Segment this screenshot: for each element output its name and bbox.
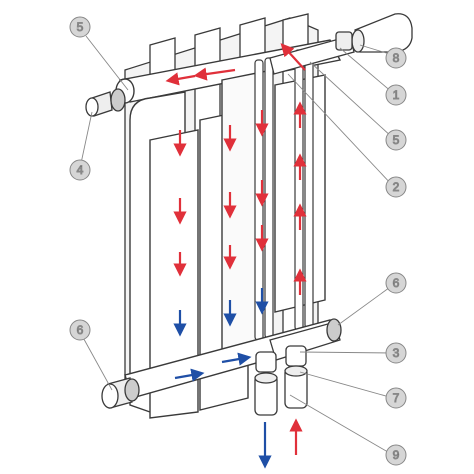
bottom-connection-block — [254, 318, 342, 416]
svg-text:6: 6 — [77, 323, 84, 337]
callouts: 5 4 6 8 1 5 2 6 3 7 9 — [69, 16, 407, 466]
callout-1: 1 — [385, 84, 407, 106]
thermostatic-head — [269, 13, 413, 75]
svg-text:4: 4 — [77, 163, 84, 177]
bottom-left-plug — [101, 377, 140, 409]
top-left-plug — [85, 88, 126, 117]
callout-7: 7 — [385, 387, 407, 409]
callout-2: 2 — [385, 176, 407, 198]
svg-text:9: 9 — [393, 448, 400, 462]
svg-text:7: 7 — [393, 391, 400, 405]
callout-5-right: 5 — [385, 129, 407, 151]
hot-flow-arrows — [165, 43, 307, 455]
callout-8: 8 — [385, 47, 407, 69]
callout-5-top-left: 5 — [69, 16, 91, 38]
callout-6-right: 6 — [385, 272, 407, 294]
svg-text:5: 5 — [393, 133, 400, 147]
callout-4: 4 — [69, 159, 91, 181]
svg-text:1: 1 — [393, 88, 400, 102]
cold-flow-arrows — [173, 288, 272, 469]
callout-6-bottom-left: 6 — [69, 319, 91, 341]
callout-9: 9 — [385, 444, 407, 466]
callout-3: 3 — [385, 342, 407, 364]
svg-text:6: 6 — [393, 276, 400, 290]
svg-text:2: 2 — [393, 180, 400, 194]
svg-text:8: 8 — [393, 51, 400, 65]
leader-lines — [79, 35, 394, 456]
svg-text:3: 3 — [393, 346, 400, 360]
svg-text:5: 5 — [77, 20, 84, 34]
